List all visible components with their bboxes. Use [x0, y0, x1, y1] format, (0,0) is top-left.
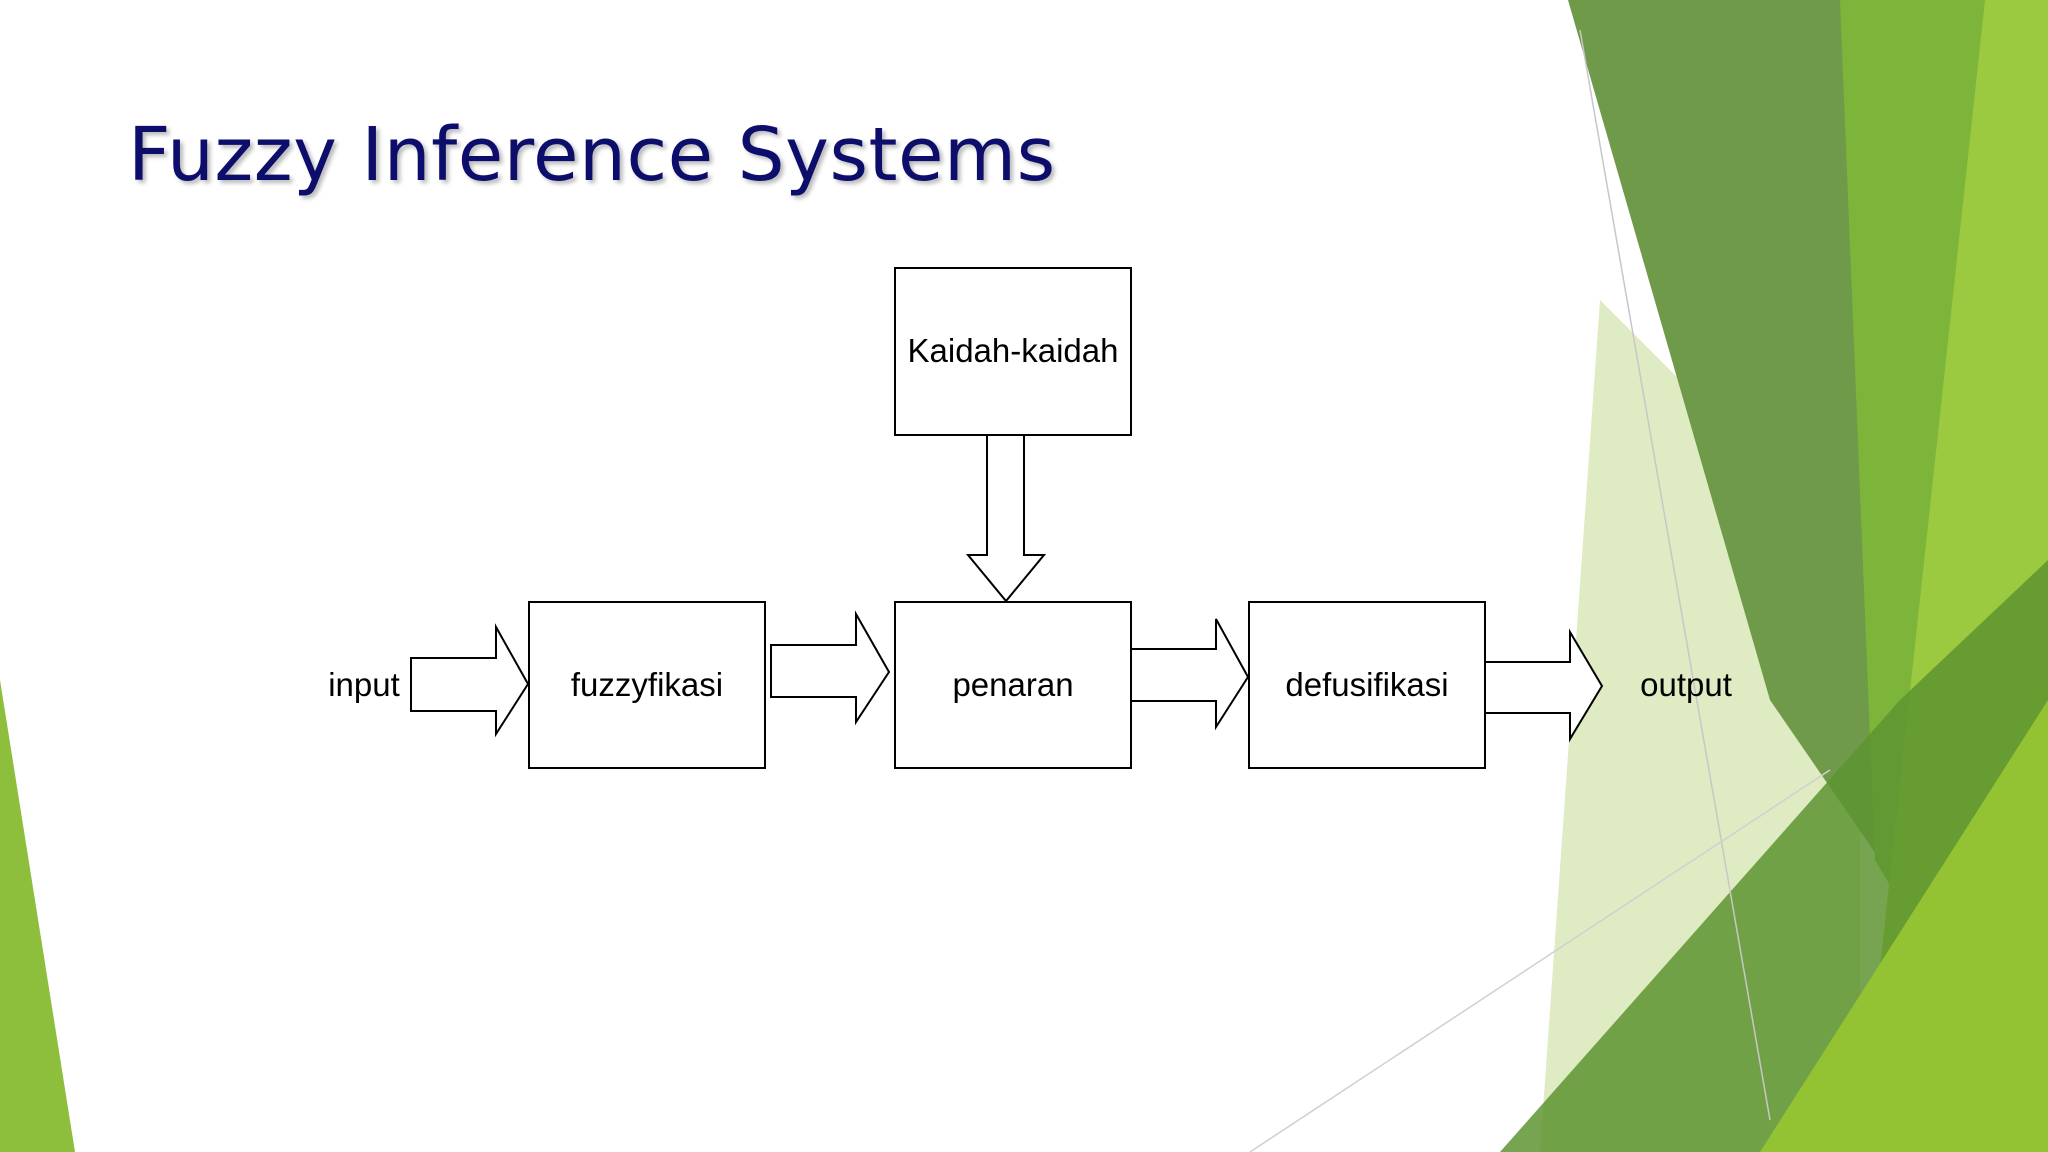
output-label: output	[1640, 666, 1732, 703]
arrow-penaran-to-defusifikasi	[1130, 618, 1250, 731]
right-bright-triangle	[1760, 700, 2048, 1152]
penaran-label: penaran	[952, 666, 1073, 703]
arrow-defusifikasi-to-output	[1484, 628, 1604, 743]
kaidah-label: Kaidah-kaidah	[908, 332, 1119, 369]
input-label: input	[328, 666, 400, 703]
decor-line-2	[1249, 769, 1831, 1152]
arrow-fuzzyfikasi-to-penaran	[770, 610, 891, 726]
left-green-sliver	[0, 680, 75, 1152]
right-olive-band	[1568, 0, 1880, 860]
fuzzyfikasi-label: fuzzyfikasi	[571, 666, 723, 703]
defusifikasi-label: defusifikasi	[1285, 666, 1448, 703]
arrow-kaidah-to-penaran	[965, 434, 1047, 603]
fuzzyfikasi-box	[528, 601, 766, 769]
defusifikasi-box	[1248, 601, 1486, 769]
slide-title: Fuzzy Inference Systems	[128, 112, 1056, 198]
penaran-box	[894, 601, 1132, 769]
arrow-input-to-fuzzyfikasi	[410, 623, 530, 738]
decor-line-1	[1579, 29, 1771, 1121]
kaidah-box	[894, 267, 1132, 436]
